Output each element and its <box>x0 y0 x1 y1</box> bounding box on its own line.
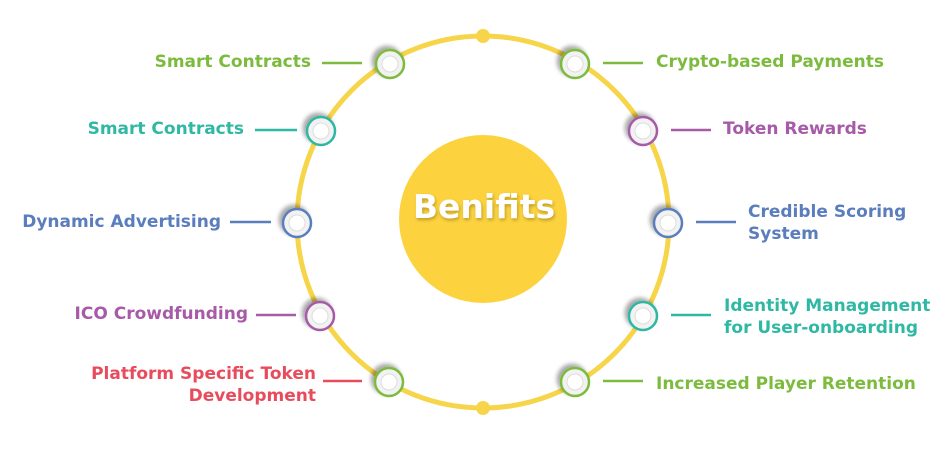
center-disc <box>399 135 567 303</box>
right-benefit-line-3-1: for User-onboarding <box>724 318 919 338</box>
right-benefit-label-4: Increased Player Retention <box>656 373 916 395</box>
left-node-inner-3 <box>311 307 329 325</box>
left-benefit-label-3: ICO Crowdfunding <box>75 303 248 325</box>
right-benefit-line-2-1: System <box>748 224 819 244</box>
left-node-inner-4 <box>380 373 398 391</box>
right-benefit-line-3-0: Identity Management <box>724 296 931 316</box>
left-benefit-line-4-1: Development <box>188 386 316 406</box>
right-node-inner-0 <box>566 55 584 73</box>
left-node-inner-1 <box>312 122 330 140</box>
left-benefit-label-2: Dynamic Advertising <box>22 211 221 233</box>
left-node-inner-0 <box>381 55 399 73</box>
right-node-inner-1 <box>634 122 652 140</box>
center-label: Benifits <box>412 187 556 226</box>
left-benefit-line-1-0: Smart Contracts <box>87 119 244 139</box>
right-benefit-label-1: Token Rewards <box>723 118 867 140</box>
right-benefit-line-4-0: Increased Player Retention <box>656 374 916 394</box>
ring-bottom-dot <box>476 401 490 415</box>
left-benefit-label-1: Smart Contracts <box>88 118 244 140</box>
left-benefit-line-4-0: Platform Specific Token <box>91 364 316 384</box>
right-node-inner-4 <box>566 373 584 391</box>
left-benefit-line-2-0: Dynamic Advertising <box>22 212 221 232</box>
left-benefit-line-0-0: Smart Contracts <box>154 52 311 72</box>
left-benefit-label-0: Smart Contracts <box>155 51 311 73</box>
right-benefit-line-0-0: Crypto-based Payments <box>656 52 884 72</box>
left-benefit-line-3-0: ICO Crowdfunding <box>74 304 248 324</box>
right-benefit-label-0: Crypto-based Payments <box>656 51 884 73</box>
right-node-inner-3 <box>634 307 652 325</box>
left-node-inner-2 <box>288 214 306 232</box>
ring-top-dot <box>476 29 490 43</box>
right-benefit-line-1-0: Token Rewards <box>723 119 867 139</box>
right-benefit-line-2-0: Credible Scoring <box>748 202 907 222</box>
right-node-inner-2 <box>659 214 677 232</box>
